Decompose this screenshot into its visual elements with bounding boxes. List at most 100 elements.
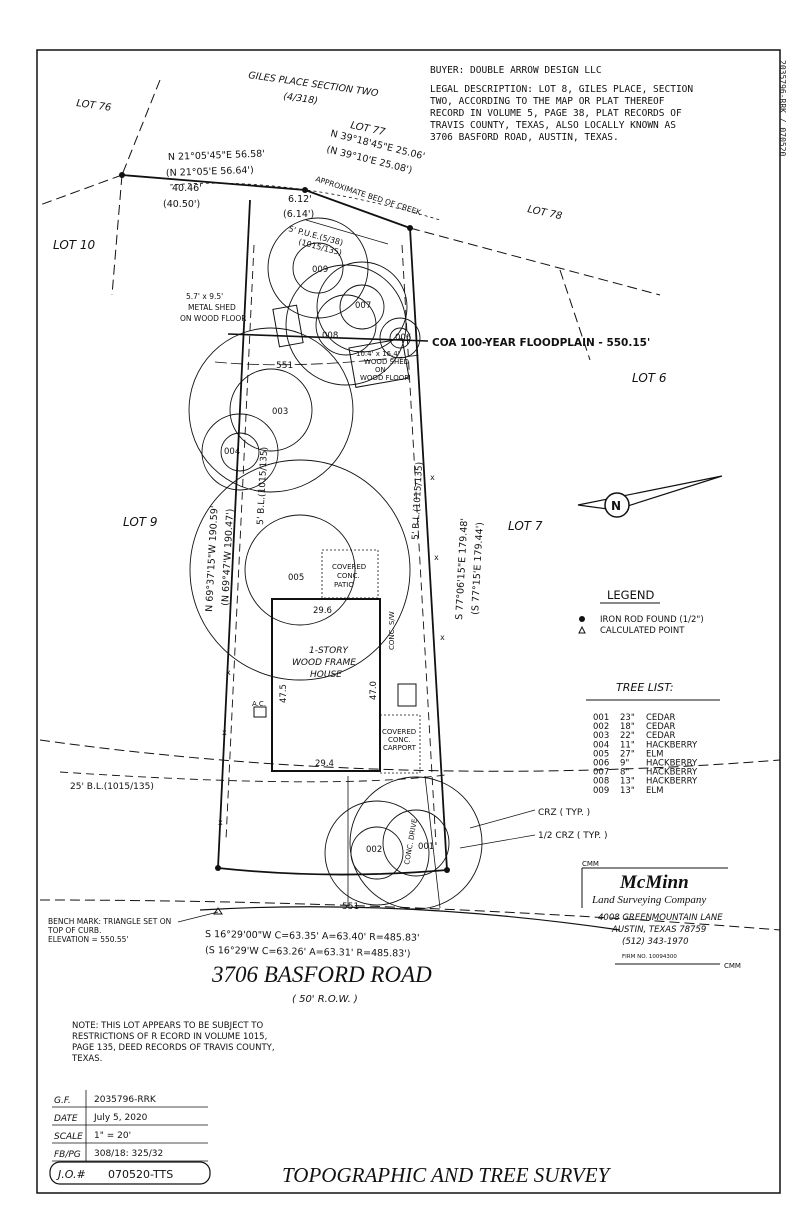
note-line-4: TEXAS. [71, 1054, 102, 1064]
fbpg-value: 308/18: 325/32 [94, 1149, 163, 1159]
date-label: DATE [54, 1114, 78, 1124]
ac-label: A.C. [252, 700, 266, 708]
contour-551-label: 551 [276, 361, 293, 371]
house-dim-bottom: 29.4 [315, 759, 334, 769]
tree-circles [188, 217, 483, 910]
legend-title: LEGEND [607, 588, 654, 602]
crz-leader [469, 809, 536, 829]
house-label-3: HOUSE [310, 670, 342, 680]
job-number-box [49, 1161, 211, 1185]
company-firm: FIRM NO. 10094300 [622, 954, 677, 960]
legal-line-4: TRAVIS COUNTY, TEXAS, ALSO LOCALLY KNOWN… [430, 120, 676, 131]
company-phone: (512) 343-1970 [622, 937, 688, 947]
half-crz-leader [459, 834, 536, 849]
lot-78-label: LOT 78 [526, 204, 563, 222]
utility-pad [397, 683, 417, 707]
house-dim-left: 47.5 [279, 684, 289, 703]
tree-list-species: CEDAR [646, 713, 676, 723]
segment-b-distance-record: (6.14') [283, 209, 314, 220]
tree-001-label: 001 [418, 842, 434, 852]
south-bearing: S 16°29'00"W C=63.35' A=63.40' R=485.83' [205, 929, 420, 944]
east-bearing-record: (S 77°15'E 179.44') [470, 522, 486, 615]
street-row: ( 50' R.O.W. ) [292, 994, 358, 1005]
date-value: July 5, 2020 [93, 1113, 148, 1123]
cmm-top: CMM [582, 860, 599, 868]
tree-list-size: 18" [620, 722, 635, 732]
gf-label: G.F. [54, 1096, 71, 1106]
floodplain-line [227, 333, 429, 342]
tree-list-number: 006 [593, 759, 609, 769]
tree-list-size: 11" [620, 740, 635, 750]
tree-list-species: HACKBERRY [646, 777, 698, 787]
job-number-label: J.O.# [56, 1168, 86, 1181]
crz-label: CRZ ( TYP. ) [538, 808, 590, 818]
wood-shed-label-2: WOOD SHED [364, 358, 409, 366]
cmm-bottom: CMM [724, 962, 741, 970]
patio-label-1: COVERED [332, 563, 366, 571]
south-bearing-record: (S 16°29'W C=63.26' A=63.31' R=485.83') [205, 945, 411, 960]
metal-shed [272, 304, 304, 348]
svg-text:x: x [434, 553, 439, 562]
benchmark-leader [177, 911, 219, 923]
iron-rod-sw [215, 865, 221, 871]
street-name: 3706 BASFORD ROAD [211, 962, 432, 987]
property-boundary [121, 174, 448, 876]
metal-shed-label-3: ON WOOD FLOOR [180, 314, 247, 323]
job-number-value: 070520-TTS [108, 1168, 173, 1181]
tree-list-title: TREE LIST: [616, 681, 674, 694]
gf-value: 2035796-RRK [94, 1095, 157, 1105]
tree-list-number: 003 [593, 731, 609, 741]
iron-rod-legend-icon [579, 616, 585, 622]
patio-label-3: PATIO [334, 581, 354, 589]
tree-list-number: 005 [593, 749, 609, 759]
note-line-3: PAGE 135, DEED RECORDS OF TRAVIS COUNTY, [72, 1043, 275, 1053]
benchmark-triangle-icon [213, 907, 223, 915]
company-subtitle: Land Surveying Company [591, 894, 706, 906]
tree-list-size: 23" [620, 713, 635, 723]
east-bearing: S 77°06'15"E 179.48' [454, 518, 470, 620]
contour-551 [214, 354, 421, 366]
iron-rod-n [302, 187, 308, 193]
wood-shed-label-3: ON [375, 366, 386, 374]
creek-label: APPROXIMATE BED OF CREEK [314, 174, 423, 217]
ac-unit [253, 706, 267, 718]
legend-calculated: CALCULATED POINT [600, 626, 685, 636]
tree-list-species: ELM [646, 786, 663, 796]
legal-line-5: 3706 BASFORD ROAD, AUSTIN, TEXAS. [430, 132, 619, 143]
walk-label: CONC. S/W [388, 611, 396, 650]
segment-a-distance: 40.46' [172, 183, 202, 194]
iron-rod-nw [119, 172, 125, 178]
building-lines [59, 244, 446, 846]
tree-003-label: 003 [272, 407, 288, 417]
tree-list-species: HACKBERRY [646, 768, 698, 778]
tree-list-number: 009 [593, 786, 609, 796]
house-outline [271, 598, 381, 772]
tree-list-number: 008 [593, 777, 609, 787]
driveway [347, 775, 441, 909]
floodplain-label: COA 100-YEAR FLOODPLAIN - 550.15' [432, 337, 650, 349]
tree-004-label: 004 [224, 447, 240, 457]
half-crz-label: 1/2 CRZ ( TYP. ) [538, 831, 608, 841]
tree-list-size: 9" [620, 759, 629, 769]
carport-label-1: COVERED [382, 728, 416, 736]
svg-text:x: x [430, 473, 435, 482]
house-label-2: WOOD FRAME [292, 658, 356, 668]
lot-9-label: LOT 9 [123, 515, 158, 529]
legal-line-3: RECORD IN VOLUME 5, PAGE 38, PLAT RECORD… [430, 108, 682, 119]
house-dim-top: 29.6 [313, 606, 332, 616]
segment-a-distance-record: (40.50') [163, 199, 200, 210]
tree-list-species: CEDAR [646, 722, 676, 732]
drive-label: CONC. DRIVE [403, 818, 419, 865]
wood-shed-label-1: 10.4' x 16.4' [356, 350, 400, 358]
north-west-bearing: N 21°05'45"E 56.58' [168, 149, 265, 163]
lot-6-label: LOT 6 [632, 371, 667, 385]
benchmark-line-2: TOP OF CURB. [47, 926, 101, 935]
sheet-border [36, 49, 781, 1194]
house-dim-right: 47.0 [369, 681, 379, 700]
lot-10-label: LOT 10 [53, 238, 96, 252]
company-city: AUSTIN, TEXAS 78759 [611, 925, 706, 935]
tree-002-label: 002 [366, 845, 382, 855]
segment-b-distance: 6.12' [288, 194, 312, 205]
